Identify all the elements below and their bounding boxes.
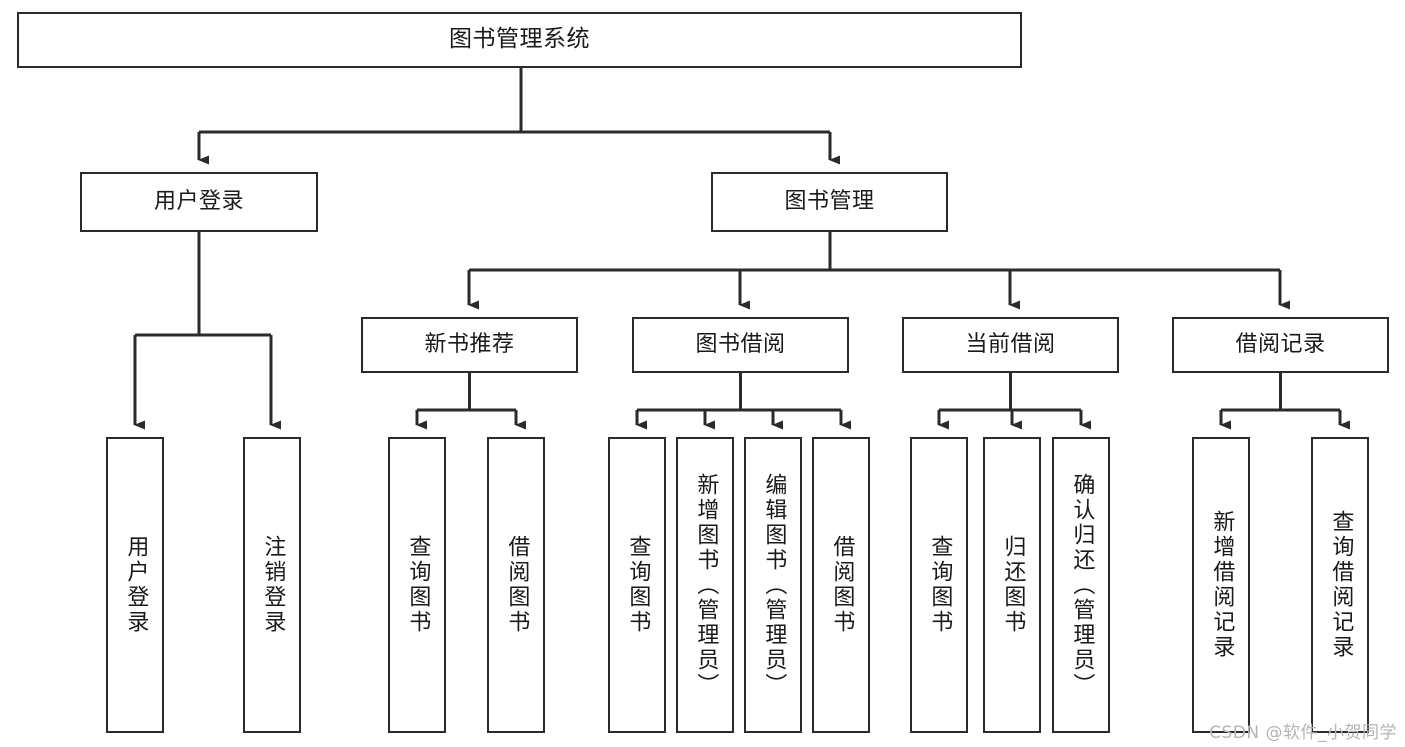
node-leaf-logout-label: 注销登录 xyxy=(260,535,286,635)
node-leaf-user-login[interactable]: 用户登录 xyxy=(106,437,164,733)
node-leaf-query-book-current-label: 查询图书 xyxy=(927,535,953,635)
node-book-management-label: 图书管理 xyxy=(784,189,875,215)
node-current-borrow[interactable]: 当前借阅 xyxy=(902,317,1119,373)
node-leaf-add-book-admin-label: 新增图书（管理员） xyxy=(693,472,719,698)
node-book-management[interactable]: 图书管理 xyxy=(711,172,948,232)
node-leaf-return-book[interactable]: 归还图书 xyxy=(983,437,1041,733)
node-leaf-return-book-label: 归还图书 xyxy=(1000,535,1026,635)
node-leaf-query-book-borrow[interactable]: 查询图书 xyxy=(608,437,666,733)
node-leaf-query-book-borrow-label: 查询图书 xyxy=(625,535,651,635)
node-root-图书管理系统-label: 图书管理系统 xyxy=(449,26,590,53)
node-leaf-edit-book-admin-label: 编辑图书（管理员） xyxy=(761,472,787,698)
node-leaf-confirm-return-admin-label: 确认归还（管理员） xyxy=(1069,472,1095,698)
node-leaf-query-book-recommend-label: 查询图书 xyxy=(405,535,431,635)
node-user-login-label: 用户登录 xyxy=(153,189,244,215)
node-book-borrow-label: 图书借阅 xyxy=(695,332,786,358)
node-leaf-logout[interactable]: 注销登录 xyxy=(243,437,301,733)
node-leaf-query-borrow-record[interactable]: 查询借阅记录 xyxy=(1311,437,1369,733)
node-leaf-add-borrow-record-label: 新增借阅记录 xyxy=(1209,510,1235,660)
node-leaf-user-login-label: 用户登录 xyxy=(123,535,149,635)
node-new-book-recommend-label: 新书推荐 xyxy=(424,332,515,358)
node-current-borrow-label: 当前借阅 xyxy=(965,332,1056,358)
node-leaf-add-borrow-record[interactable]: 新增借阅记录 xyxy=(1192,437,1250,733)
node-leaf-query-book-current[interactable]: 查询图书 xyxy=(910,437,968,733)
node-leaf-borrow-book[interactable]: 借阅图书 xyxy=(812,437,870,733)
node-new-book-recommend[interactable]: 新书推荐 xyxy=(361,317,578,373)
node-leaf-borrow-book-recommend-label: 借阅图书 xyxy=(504,535,530,635)
node-leaf-confirm-return-admin[interactable]: 确认归还（管理员） xyxy=(1052,437,1110,733)
node-user-login[interactable]: 用户登录 xyxy=(80,172,318,232)
node-leaf-borrow-book-label: 借阅图书 xyxy=(829,535,855,635)
node-leaf-edit-book-admin[interactable]: 编辑图书（管理员） xyxy=(744,437,802,733)
csdn-watermark: CSDN @软件_小贺同学 xyxy=(1209,723,1397,743)
node-borrow-records[interactable]: 借阅记录 xyxy=(1172,317,1389,373)
node-root-图书管理系统[interactable]: 图书管理系统 xyxy=(17,12,1022,68)
node-borrow-records-label: 借阅记录 xyxy=(1235,332,1326,358)
node-leaf-query-borrow-record-label: 查询借阅记录 xyxy=(1328,510,1354,660)
node-leaf-borrow-book-recommend[interactable]: 借阅图书 xyxy=(487,437,545,733)
node-book-borrow[interactable]: 图书借阅 xyxy=(632,317,849,373)
node-leaf-query-book-recommend[interactable]: 查询图书 xyxy=(388,437,446,733)
node-leaf-add-book-admin[interactable]: 新增图书（管理员） xyxy=(676,437,734,733)
